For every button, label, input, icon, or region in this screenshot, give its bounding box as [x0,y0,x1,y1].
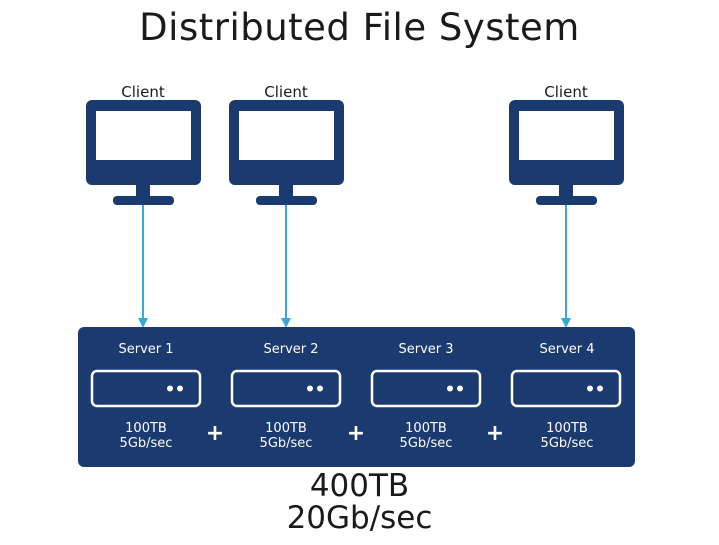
server-capacity-1: 100TB [125,421,167,436]
server-cluster-panel [78,327,635,467]
diagram-title: Distributed File System [139,6,580,49]
total-rate: 20Gb/sec [286,500,433,536]
server-rate-2: 5Gb/sec [259,436,313,451]
server-rate-3: 5Gb/sec [399,436,453,451]
client-label-3: Client [544,83,588,101]
plus-operator-2: + [346,421,366,446]
total-capacity: 400TB [309,468,410,504]
server-drive-icon [230,369,342,408]
server-capacity-3: 100TB [405,421,447,436]
client-label-2: Client [264,83,308,101]
server-drive-icon [370,369,482,408]
server-name-1: Server 1 [118,342,174,357]
plus-operator-3: + [485,421,505,446]
server-rate-1: 5Gb/sec [119,436,173,451]
server-capacity-2: 100TB [265,421,307,436]
server-drive-icon [510,369,622,408]
server-drive-icon [90,369,202,408]
server-rate-4: 5Gb/sec [540,436,594,451]
server-capacity-4: 100TB [546,421,588,436]
client-label-1: Client [121,83,165,101]
monitor-icon [509,100,624,205]
server-name-4: Server 4 [539,342,595,357]
plus-operator-1: + [205,421,225,446]
monitor-icon [229,100,344,205]
monitor-icon [86,100,201,205]
server-name-3: Server 3 [398,342,454,357]
server-name-2: Server 2 [263,342,319,357]
